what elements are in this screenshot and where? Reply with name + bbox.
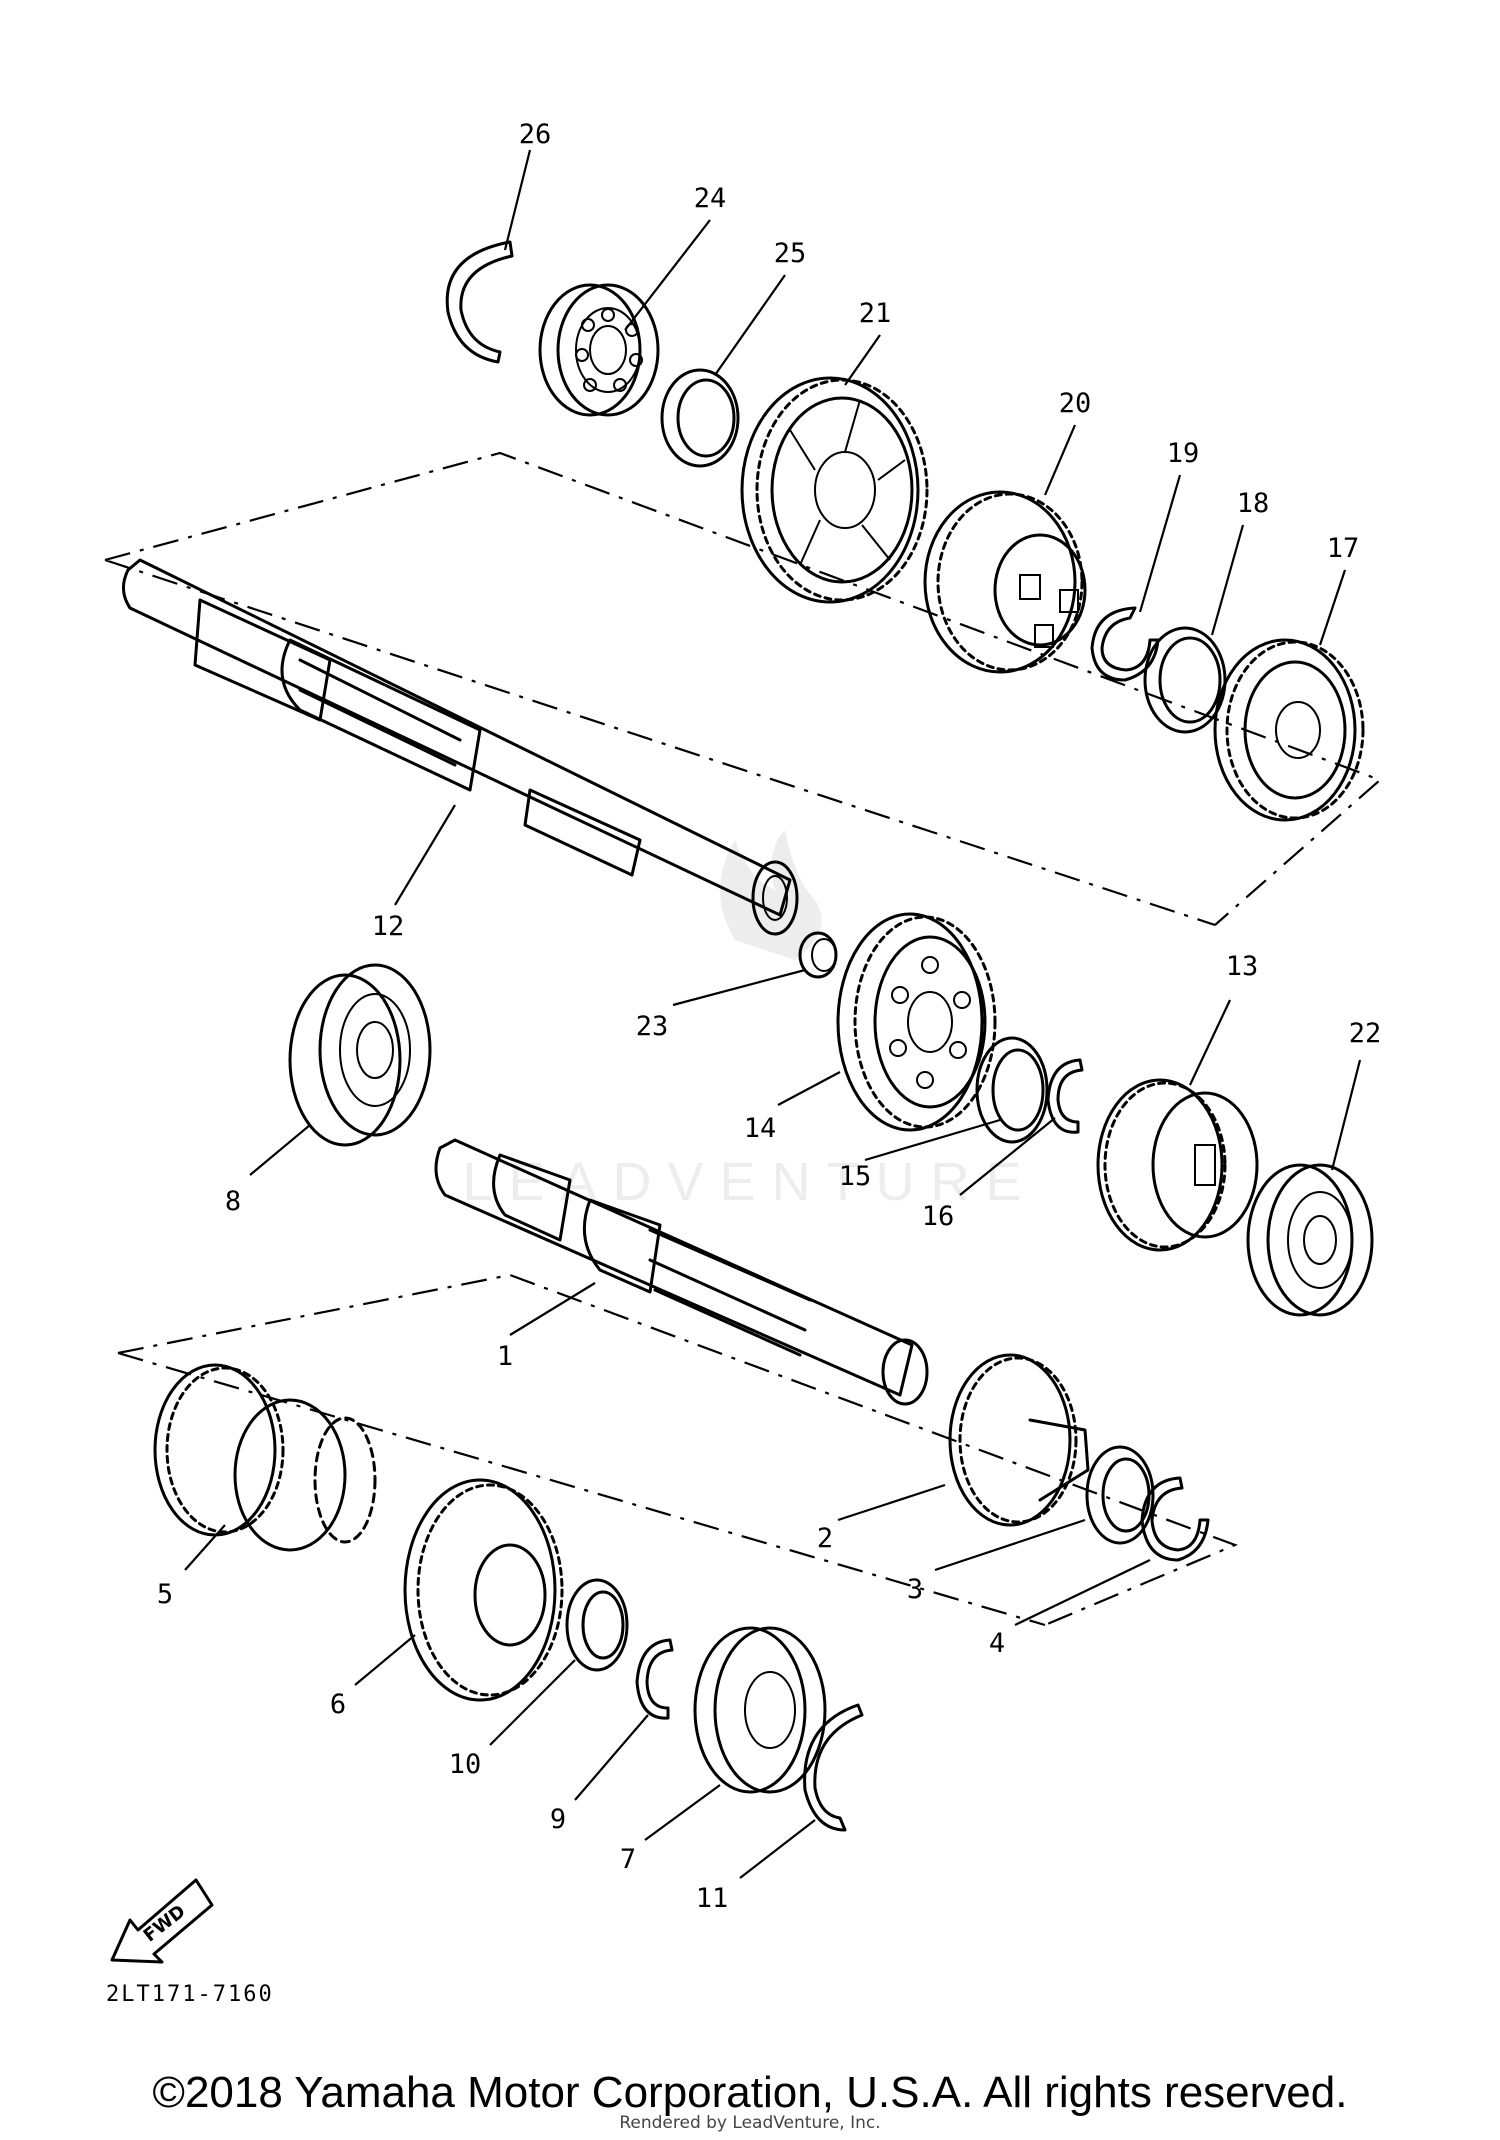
callout-1: 1	[497, 1341, 513, 1372]
part-21-gear	[740, 376, 929, 604]
callout-18: 18	[1237, 488, 1270, 519]
callout-13: 13	[1226, 951, 1259, 982]
part-13-gear	[1096, 1078, 1259, 1252]
copyright-notice: ©2018 Yamaha Motor Corporation, U.S.A. A…	[152, 2068, 1348, 2117]
leader-lines	[184, 149, 1362, 1879]
part-17-gear	[1213, 638, 1365, 822]
part-16-circlip	[1046, 1058, 1084, 1134]
part-25-washer	[660, 368, 740, 468]
callout-11: 11	[696, 1883, 729, 1914]
part-23-collar	[798, 931, 838, 979]
fwd-arrow-icon: FWD	[110, 1878, 214, 1964]
part-10-washer	[565, 1578, 629, 1672]
callout-25: 25	[774, 238, 807, 269]
part-11-circlip	[803, 1703, 864, 1832]
callout-9: 9	[550, 1804, 566, 1835]
callout-15: 15	[839, 1161, 872, 1192]
callout-22: 22	[1349, 1018, 1382, 1049]
callout-24: 24	[694, 183, 727, 214]
callout-14: 14	[744, 1113, 777, 1144]
part-24-bearing	[538, 283, 660, 417]
part-26-circlip	[445, 240, 514, 364]
callout-6: 6	[330, 1689, 346, 1720]
part-14-gear	[836, 912, 997, 1132]
part-2-gear	[948, 1353, 1090, 1527]
part-15-washer	[975, 1036, 1049, 1144]
callout-7: 7	[620, 1844, 636, 1875]
callout-8: 8	[225, 1186, 241, 1217]
callout-17: 17	[1327, 533, 1360, 564]
leadventure-watermark: LEADVENTURE	[462, 830, 1037, 1212]
part-9-circlip	[635, 1638, 674, 1720]
part-22-bearing	[1246, 1163, 1374, 1317]
upper-group-outline	[104, 451, 1383, 927]
callout-21: 21	[859, 298, 892, 329]
watermark-text: LEADVENTURE	[462, 1152, 1037, 1212]
callout-10: 10	[449, 1749, 482, 1780]
callout-26: 26	[519, 119, 552, 150]
part-19-circlip	[1090, 606, 1160, 682]
part-20-gear	[923, 490, 1087, 674]
callout-19: 19	[1167, 438, 1200, 469]
part-4-circlip	[1140, 1476, 1210, 1562]
rendered-by-notice: Rendered by LeadVenture, Inc.	[619, 2113, 881, 2133]
callout-12: 12	[372, 911, 405, 942]
callout-2: 2	[817, 1523, 833, 1554]
callout-4: 4	[989, 1628, 1005, 1659]
part-5-gear	[153, 1363, 377, 1552]
part-18-washer	[1143, 626, 1227, 734]
part-6-gear	[403, 1478, 564, 1702]
callout-20: 20	[1059, 388, 1092, 419]
callout-labels: 26 24 25 21 20 19 18 17 12 23 14 15 16 1…	[157, 119, 1381, 1914]
part-1-drive-axle	[434, 1138, 929, 1406]
callout-5: 5	[157, 1579, 173, 1610]
lower-group-outline	[117, 1273, 1238, 1627]
callout-16: 16	[922, 1201, 955, 1232]
drawing-code: 2LT171-7160	[106, 1982, 274, 2007]
parts-exploded-diagram: LEADVENTURE	[104, 119, 1383, 1964]
part-8-bearing	[288, 963, 432, 1147]
callout-23: 23	[636, 1011, 669, 1042]
callout-3: 3	[907, 1574, 923, 1605]
part-12-main-axle	[122, 558, 799, 936]
part-7-bearing	[693, 1626, 827, 1794]
